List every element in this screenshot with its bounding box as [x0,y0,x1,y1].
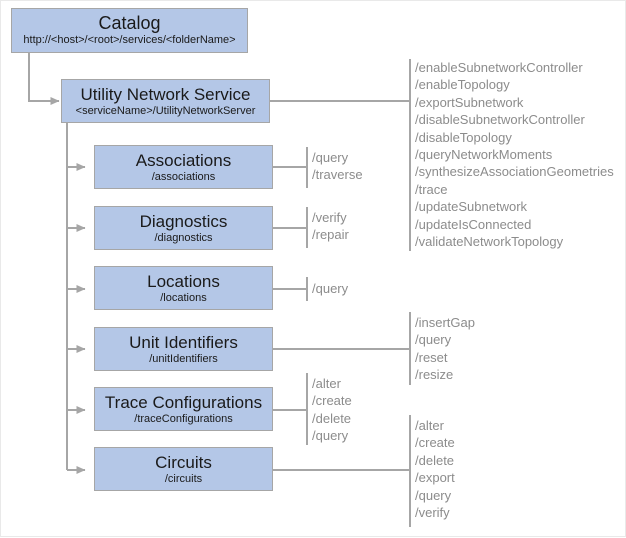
operation-item: /updateIsConnected [415,216,532,232]
operations-trace-configurations: /alter/create/delete/query [312,375,352,445]
operation-item: /reset [415,349,448,365]
node-associations-title: Associations [135,150,232,170]
node-locations-title: Locations [147,271,220,291]
operation-item: /query [312,150,349,165]
operation-item: /query [415,332,452,348]
operation-item: /validateNetworkTopology [415,234,564,250]
operations-associations: /query/traverse [312,149,363,184]
node-unit-identifiers[interactable]: Unit Identifiers /unitIdentifiers [94,327,273,371]
operations-diagnostics: /verify/repair [312,209,349,244]
operation-item: /enableTopology [415,77,510,93]
node-trace-configurations[interactable]: Trace Configurations /traceConfiguration… [94,387,273,431]
node-diagnostics[interactable]: Diagnostics /diagnostics [94,206,273,250]
operations-unit-identifiers: /insertGap/query/reset/resize [415,314,475,384]
operation-item: /trace [415,181,448,197]
node-catalog-title: Catalog [98,13,161,33]
node-circuits[interactable]: Circuits /circuits [94,447,273,491]
node-diagnostics-path: /diagnostics [154,231,213,244]
operation-item: /synthesizeAssociationGeometries [415,164,614,180]
operation-item: /alter [312,376,341,391]
node-locations[interactable]: Locations /locations [94,266,273,310]
operation-item: /delete [312,410,352,426]
operation-item: /disableTopology [415,129,512,145]
node-utility-network-service-title: Utility Network Service [80,84,251,104]
operation-item: /alter [415,418,444,433]
node-utility-network-service[interactable]: Utility Network Service <serviceName>/Ut… [61,79,270,123]
node-unit-identifiers-path: /unitIdentifiers [149,352,218,365]
operation-item: /create [312,393,352,409]
node-locations-path: /locations [160,291,207,304]
operation-item: /query [312,281,349,296]
node-catalog-path: http://<host>/<root>/services/<folderNam… [23,34,236,46]
node-catalog[interactable]: Catalog http://<host>/<root>/services/<f… [11,8,248,53]
operation-item: /repair [312,227,349,243]
node-circuits-title: Circuits [155,452,212,472]
node-trace-configurations-path: /traceConfigurations [134,412,233,425]
operation-item: /updateSubnetwork [415,199,528,215]
operation-item: /verify [312,210,347,225]
operation-item: /enableSubnetworkController [415,60,583,75]
operation-item: /resize [415,367,454,383]
operation-item: /insertGap [415,315,475,330]
operation-item: /verify [415,505,450,521]
operation-item: /delete [415,452,455,468]
operation-item: /disableSubnetworkController [415,112,585,128]
operation-item: /create [415,435,455,451]
operation-item: /queryNetworkMoments [415,147,553,163]
operations-circuits: /alter/create/delete/export/query/verify [415,417,455,521]
operation-item: /export [415,470,455,486]
node-circuits-path: /circuits [164,472,203,485]
operations-utility-network-service: /enableSubnetworkController/enableTopolo… [415,59,614,250]
node-utility-network-service-path: <serviceName>/UtilityNetworkServer [75,104,256,117]
operation-item: /query [312,428,349,444]
node-trace-configurations-title: Trace Configurations [104,392,263,412]
operation-item: /exportSubnetwork [415,94,524,110]
node-associations[interactable]: Associations /associations [94,145,273,189]
operations-locations: /query [312,280,348,297]
node-diagnostics-title: Diagnostics [139,211,228,231]
node-unit-identifiers-title: Unit Identifiers [129,332,238,352]
operation-item: /traverse [312,167,363,183]
edge-catalog-to-service [28,53,60,105]
node-associations-path: /associations [151,170,216,183]
operation-item: /query [415,487,452,503]
